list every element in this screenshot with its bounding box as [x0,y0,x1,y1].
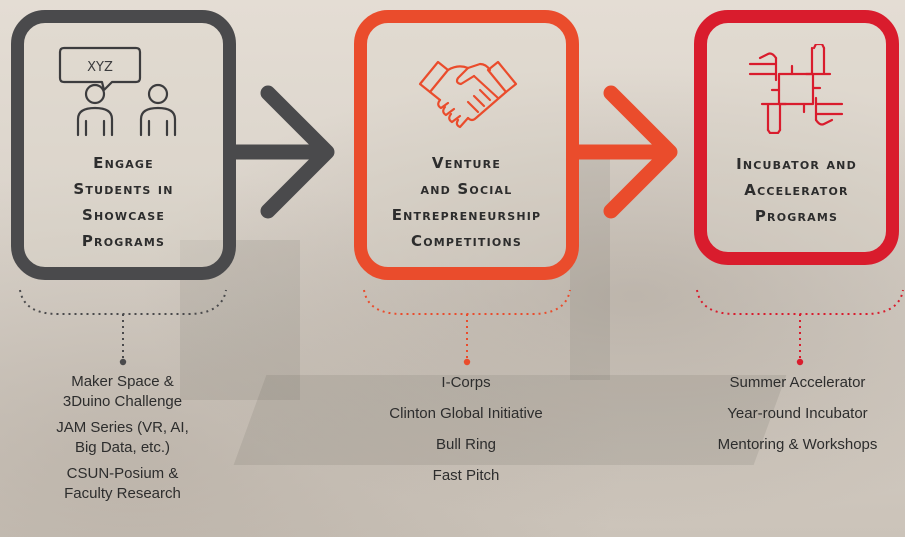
stage-2-list: I-Corps Clinton Global Initiative Bull R… [352,372,580,496]
stage-3-title: Incubator and Accelerator Programs [736,155,857,225]
presentation-people-icon: XYZ [58,46,177,137]
list-item: Mentoring & Workshops [717,436,878,453]
list-item: Fast Pitch [432,467,500,484]
stage-2-title: Venture and Social Entrepreneurship Comp… [391,154,542,250]
stage-3-box [694,10,899,265]
stage-2-box [354,10,579,280]
stage-1-list: Maker Space & 3Duino Challenge JAM Serie… [0,372,245,510]
list-item: Clinton Global Initiative [389,405,543,422]
icon-caption: XYZ [87,60,113,75]
stage-3-brace [696,289,904,366]
list-item: JAM Series (VR, AI, Big Data, etc.) [56,419,189,456]
list-item: CSUN-Posium & Faculty Research [64,465,181,502]
arrow-right-icon [573,85,678,219]
background-speaker-left [180,240,300,400]
team-hands-icon [748,44,844,134]
list-item: Bull Ring [435,436,497,453]
stage-1-brace [19,289,227,366]
handshake-icon [418,60,518,129]
list-item: I-Corps [441,374,491,391]
stage-3-list: Summer Accelerator Year-round Incubator … [690,372,905,465]
list-item: Year-round Incubator [727,405,868,422]
arrow-right-icon [230,85,335,219]
stage-2-brace [363,289,571,366]
stage-1-title: Engage Students in Showcase Programs [73,154,174,250]
list-item: Summer Accelerator [729,374,866,391]
list-item: Maker Space & 3Duino Challenge [62,373,183,410]
